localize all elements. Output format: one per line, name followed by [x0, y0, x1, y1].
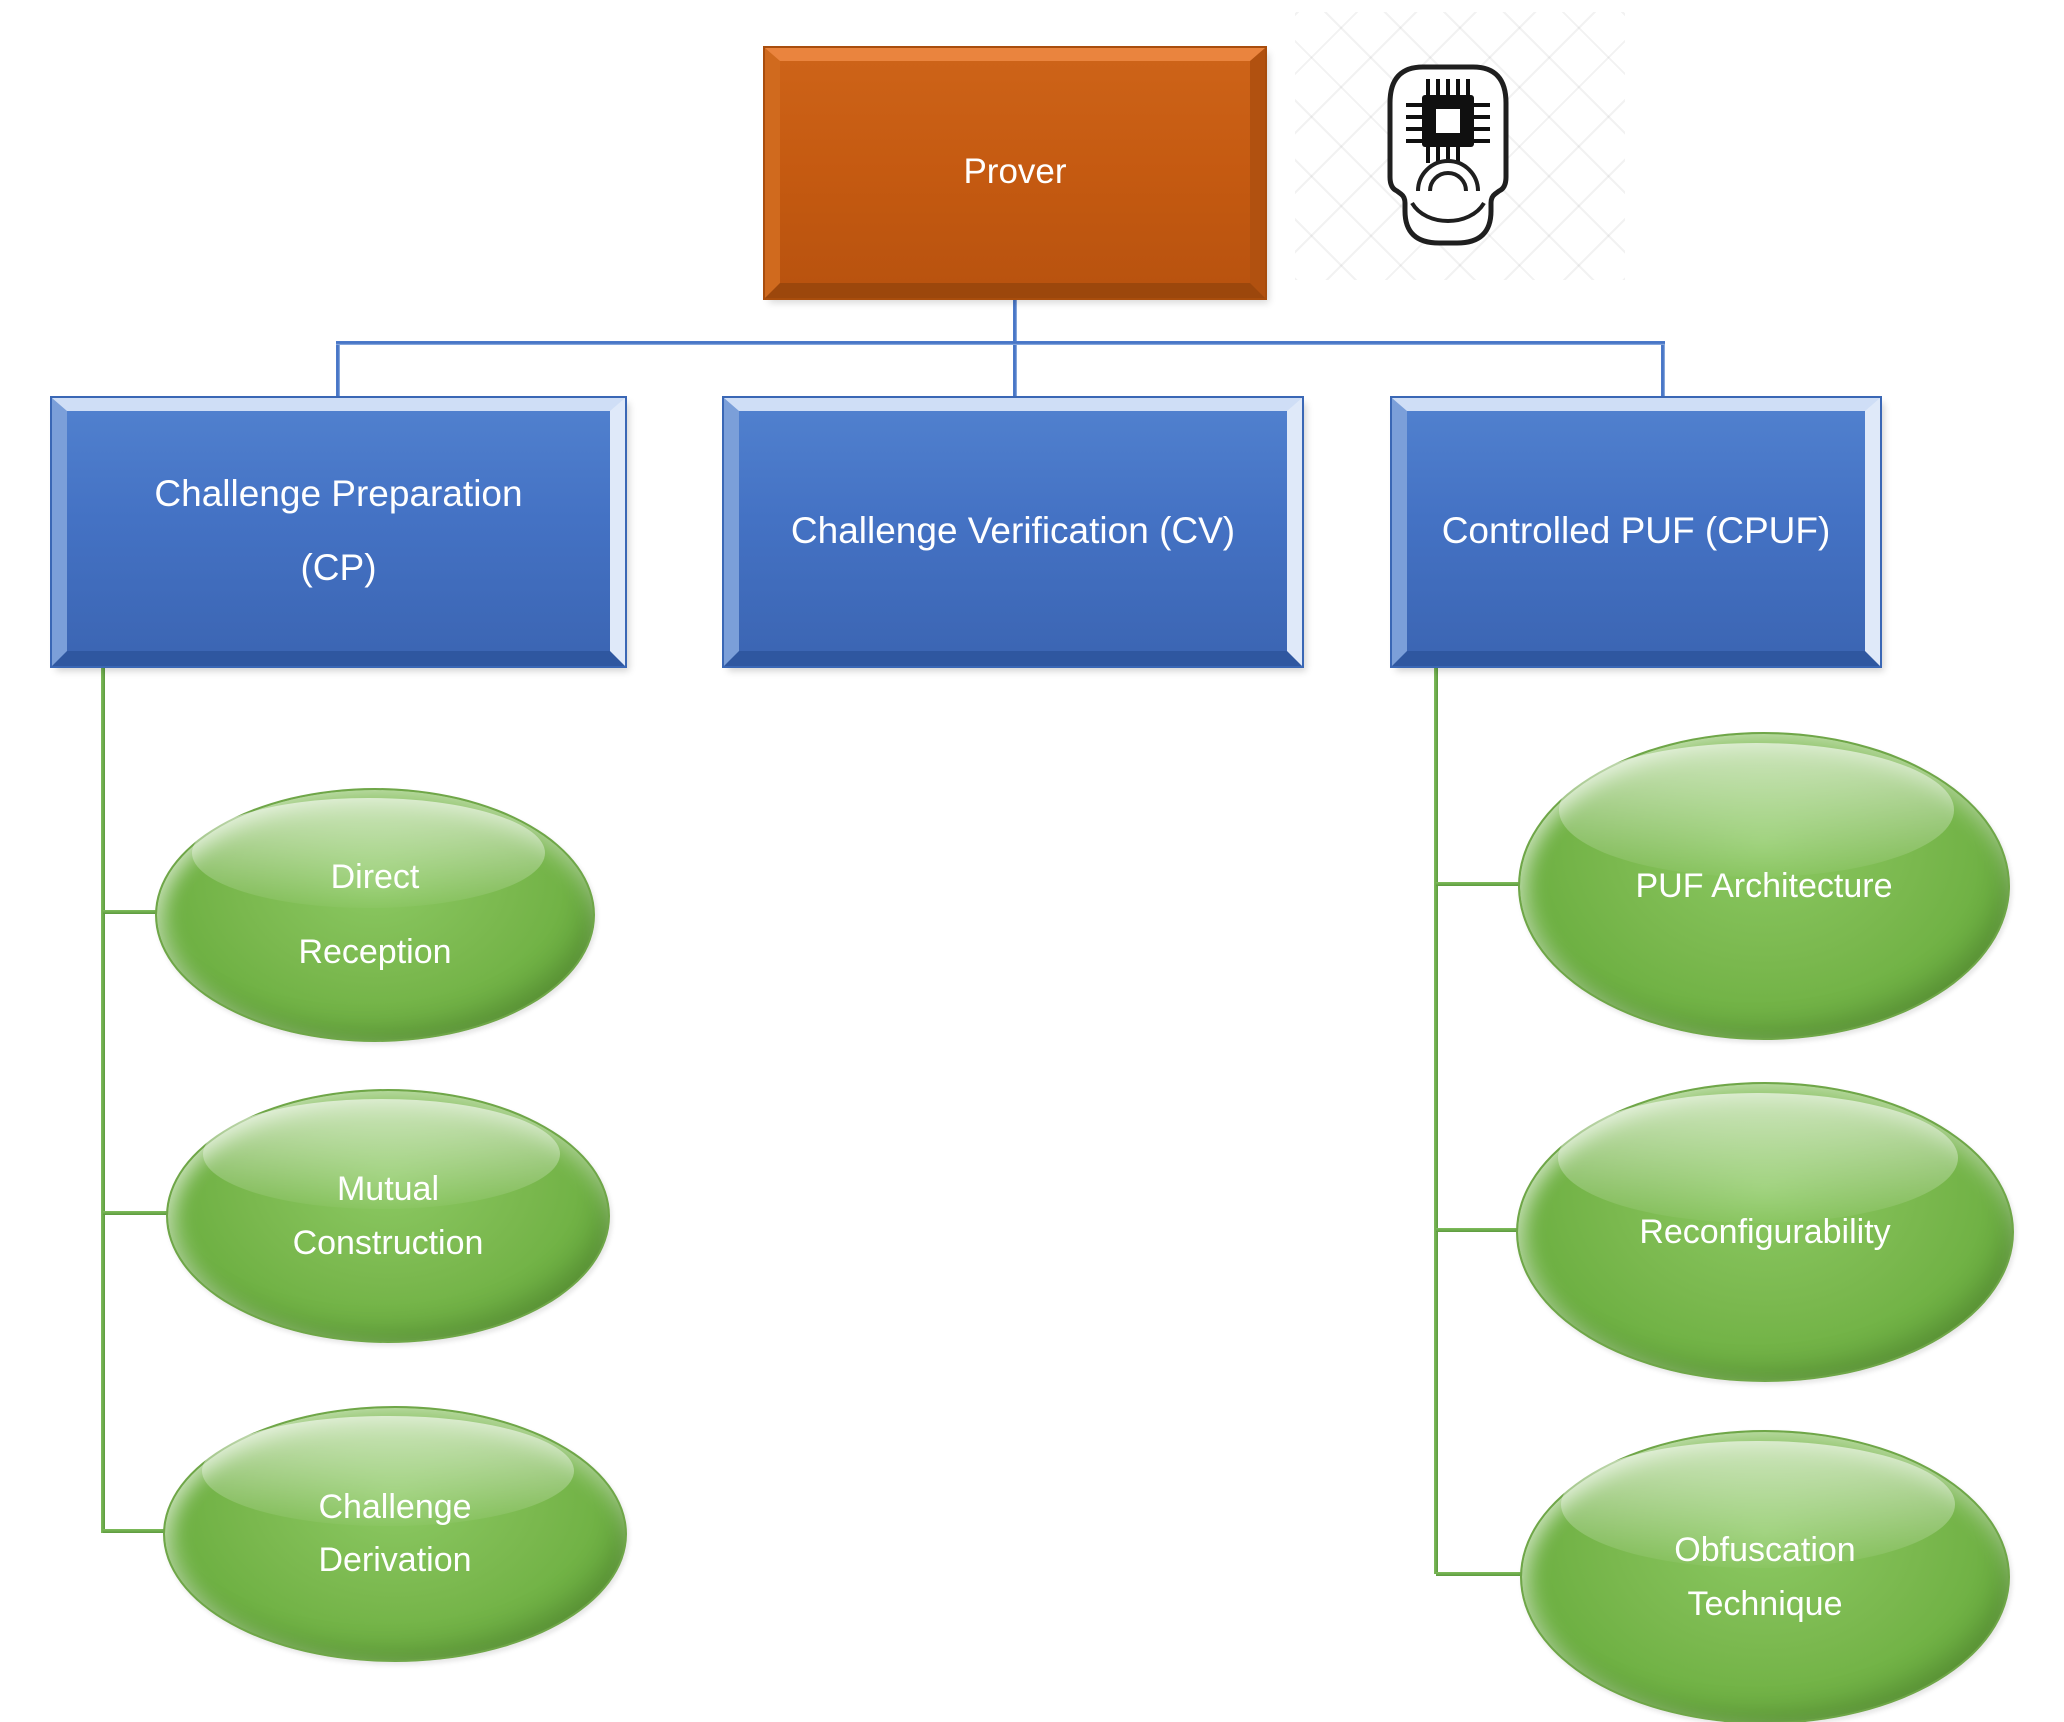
connector-stub-mutual-construction — [103, 1211, 167, 1215]
node-prover: Prover — [765, 48, 1265, 298]
node-label-line: Challenge — [318, 1488, 472, 1527]
node-label-line: PUF Architecture — [1635, 866, 1893, 905]
node-puf-architecture: PUF Architecture — [1518, 732, 2010, 1040]
node-label-line: (CP) — [300, 547, 377, 588]
node-controlled-puf: Controlled PUF (CPUF) — [1392, 398, 1880, 666]
signal-arcs-icon — [1410, 159, 1486, 223]
connector-cp-spine — [101, 664, 105, 1533]
node-challenge-preparation: Challenge Preparation (CP) — [52, 398, 625, 666]
node-reconfigurability: Reconfigurability — [1516, 1082, 2014, 1382]
chip-icon — [1406, 79, 1490, 163]
connector-drop-cpuf — [1661, 345, 1665, 400]
connector-stub-puf-architecture — [1436, 882, 1520, 886]
connector-root-stem — [1013, 296, 1017, 342]
connector-drop-cp — [336, 345, 340, 400]
node-label-line: Obfuscation — [1674, 1530, 1856, 1569]
node-label-line: Prover — [963, 152, 1067, 191]
puf-device-icon — [1387, 64, 1509, 246]
connector-cpuf-spine — [1434, 664, 1438, 1574]
node-obfuscation-technique: Obfuscation Technique — [1520, 1430, 2010, 1722]
node-label-line: Challenge Preparation — [154, 473, 523, 514]
connector-drop-cv — [1013, 345, 1017, 400]
node-challenge-verification: Challenge Verification (CV) — [724, 398, 1302, 666]
connector-stub-reconfigurability — [1436, 1228, 1518, 1232]
node-label-line: Controlled PUF (CPUF) — [1441, 510, 1831, 551]
connector-bus — [336, 341, 1665, 345]
node-label-line: Mutual — [336, 1169, 440, 1208]
node-direct-reception: Direct Reception — [155, 788, 595, 1042]
node-label-line: Challenge Verification (CV) — [790, 510, 1236, 551]
connector-stub-obfuscation-technique — [1436, 1572, 1522, 1576]
node-challenge-derivation: Challenge Derivation — [163, 1406, 627, 1662]
node-label-line: Reception — [298, 933, 452, 971]
node-label-line: Construction — [292, 1224, 484, 1262]
connector-stub-direct-reception — [103, 910, 157, 914]
connector-stub-challenge-derivation — [103, 1529, 165, 1533]
node-label-line: Direct — [330, 858, 420, 897]
node-label-line: Technique — [1687, 1585, 1843, 1623]
node-label-line: Derivation — [318, 1541, 472, 1579]
node-mutual-construction: Mutual Construction — [166, 1089, 610, 1343]
node-label-line: Reconfigurability — [1639, 1212, 1891, 1251]
